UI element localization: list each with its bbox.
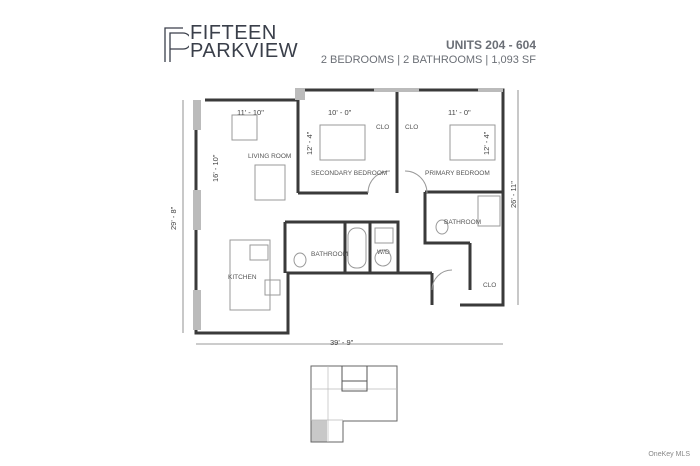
dim-overall-right: 26' - 11" <box>509 181 518 208</box>
units-summary: 2 BEDROOMS | 2 BATHROOMS | 1,093 SF <box>320 54 536 66</box>
label-wd: W/D <box>377 249 390 256</box>
label-secondary-bedroom: SECONDARY BEDROOM <box>311 170 387 177</box>
label-living-room: LIVING ROOM <box>248 153 291 160</box>
dim-secondary-width: 10' - 0" <box>328 108 352 117</box>
dim-living-width: 11' - 10" <box>237 108 264 117</box>
label-primary-bathroom: BATHROOM <box>444 219 481 226</box>
wall-fills <box>193 88 503 330</box>
key-plan <box>310 365 398 443</box>
brand-name: FIFTEEN PARKVIEW <box>190 22 299 62</box>
label-clo-entry: CLO <box>483 282 496 289</box>
dim-overall-left: 29' - 8" <box>169 206 178 230</box>
brand-line-1: FIFTEEN <box>190 22 277 44</box>
dim-overall-width: 39' - 9" <box>330 338 354 347</box>
dim-secondary-depth: 12' - 4" <box>305 131 314 155</box>
label-kitchen: KITCHEN <box>228 274 257 281</box>
fixtures <box>229 114 501 311</box>
fifteen-parkview-logo <box>164 27 189 62</box>
label-hall-bathroom: BATHROOM <box>311 251 348 258</box>
watermark: OneKey MLS <box>648 451 690 458</box>
unit-info: UNITS 204 - 604 2 BEDROOMS | 2 BATHROOMS… <box>321 38 536 67</box>
label-clo-secondary: CLO <box>376 124 389 131</box>
dimension-lines <box>182 90 519 345</box>
brand-line-2: PARKVIEW <box>190 40 299 62</box>
dim-primary-width: 11' - 0" <box>448 108 471 117</box>
label-primary-bedroom: PRIMARY BEDROOM <box>425 170 490 177</box>
dim-primary-depth: 12' - 4" <box>482 131 491 155</box>
units-title: UNITS 204 - 604 <box>445 38 536 52</box>
dim-living-depth: 16' - 10" <box>211 154 220 182</box>
walls <box>194 88 505 335</box>
label-clo-primary: CLO <box>405 124 418 131</box>
